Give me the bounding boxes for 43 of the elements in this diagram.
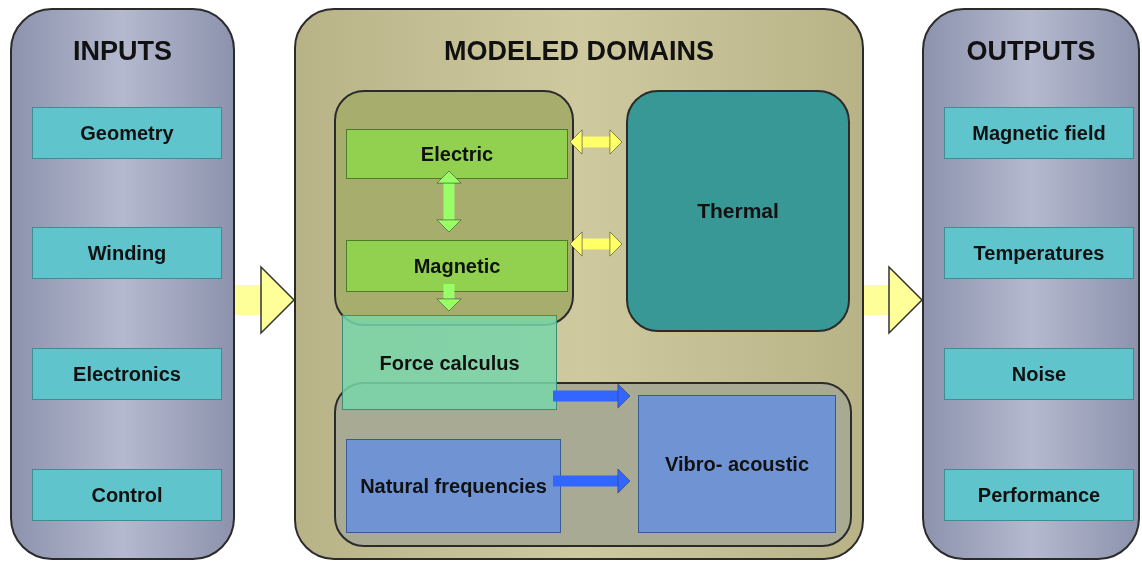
box-label: Force calculus — [378, 350, 521, 376]
panel — [922, 8, 1140, 560]
process-box — [346, 439, 561, 533]
process-box — [638, 395, 836, 533]
arrow — [553, 383, 631, 409]
process-box — [32, 469, 222, 521]
process-box — [944, 348, 1134, 400]
box-label: Control — [90, 483, 164, 508]
process-box — [32, 107, 222, 159]
panel-title: INPUTS — [73, 36, 172, 67]
arrow — [436, 284, 462, 312]
group-box — [334, 382, 852, 547]
box-label: Winding — [86, 241, 168, 266]
box-label: Temperatures — [972, 241, 1106, 266]
process-box — [944, 227, 1134, 279]
box-label: Electric — [419, 142, 495, 167]
box-label: Vibro- acoustic — [663, 452, 811, 477]
process-box — [944, 469, 1134, 521]
box-label: Electronics — [72, 362, 182, 387]
process-box — [342, 315, 557, 410]
process-box — [32, 227, 222, 279]
process-box — [346, 240, 568, 292]
box-label: Thermal — [696, 198, 780, 225]
arrow — [436, 170, 462, 233]
arrow — [569, 231, 623, 257]
panel — [294, 8, 864, 560]
panel — [10, 8, 235, 560]
process-box — [944, 107, 1134, 159]
arrow — [553, 468, 631, 494]
process-box — [32, 348, 222, 400]
arrow — [235, 266, 295, 334]
box-label: Performance — [976, 483, 1102, 508]
arrow — [864, 266, 923, 334]
box-label: Natural frequencies — [359, 474, 548, 499]
arrow — [569, 129, 623, 155]
box-label: Magnetic — [412, 254, 502, 279]
panel-title: OUTPUTS — [966, 36, 1096, 67]
panel-title: MODELED DOMAINS — [444, 36, 714, 67]
box-label: Noise — [1010, 362, 1068, 387]
process-box — [626, 90, 850, 332]
box-label: Geometry — [79, 121, 175, 146]
process-box — [346, 129, 568, 179]
box-label: Magnetic field — [971, 121, 1107, 146]
